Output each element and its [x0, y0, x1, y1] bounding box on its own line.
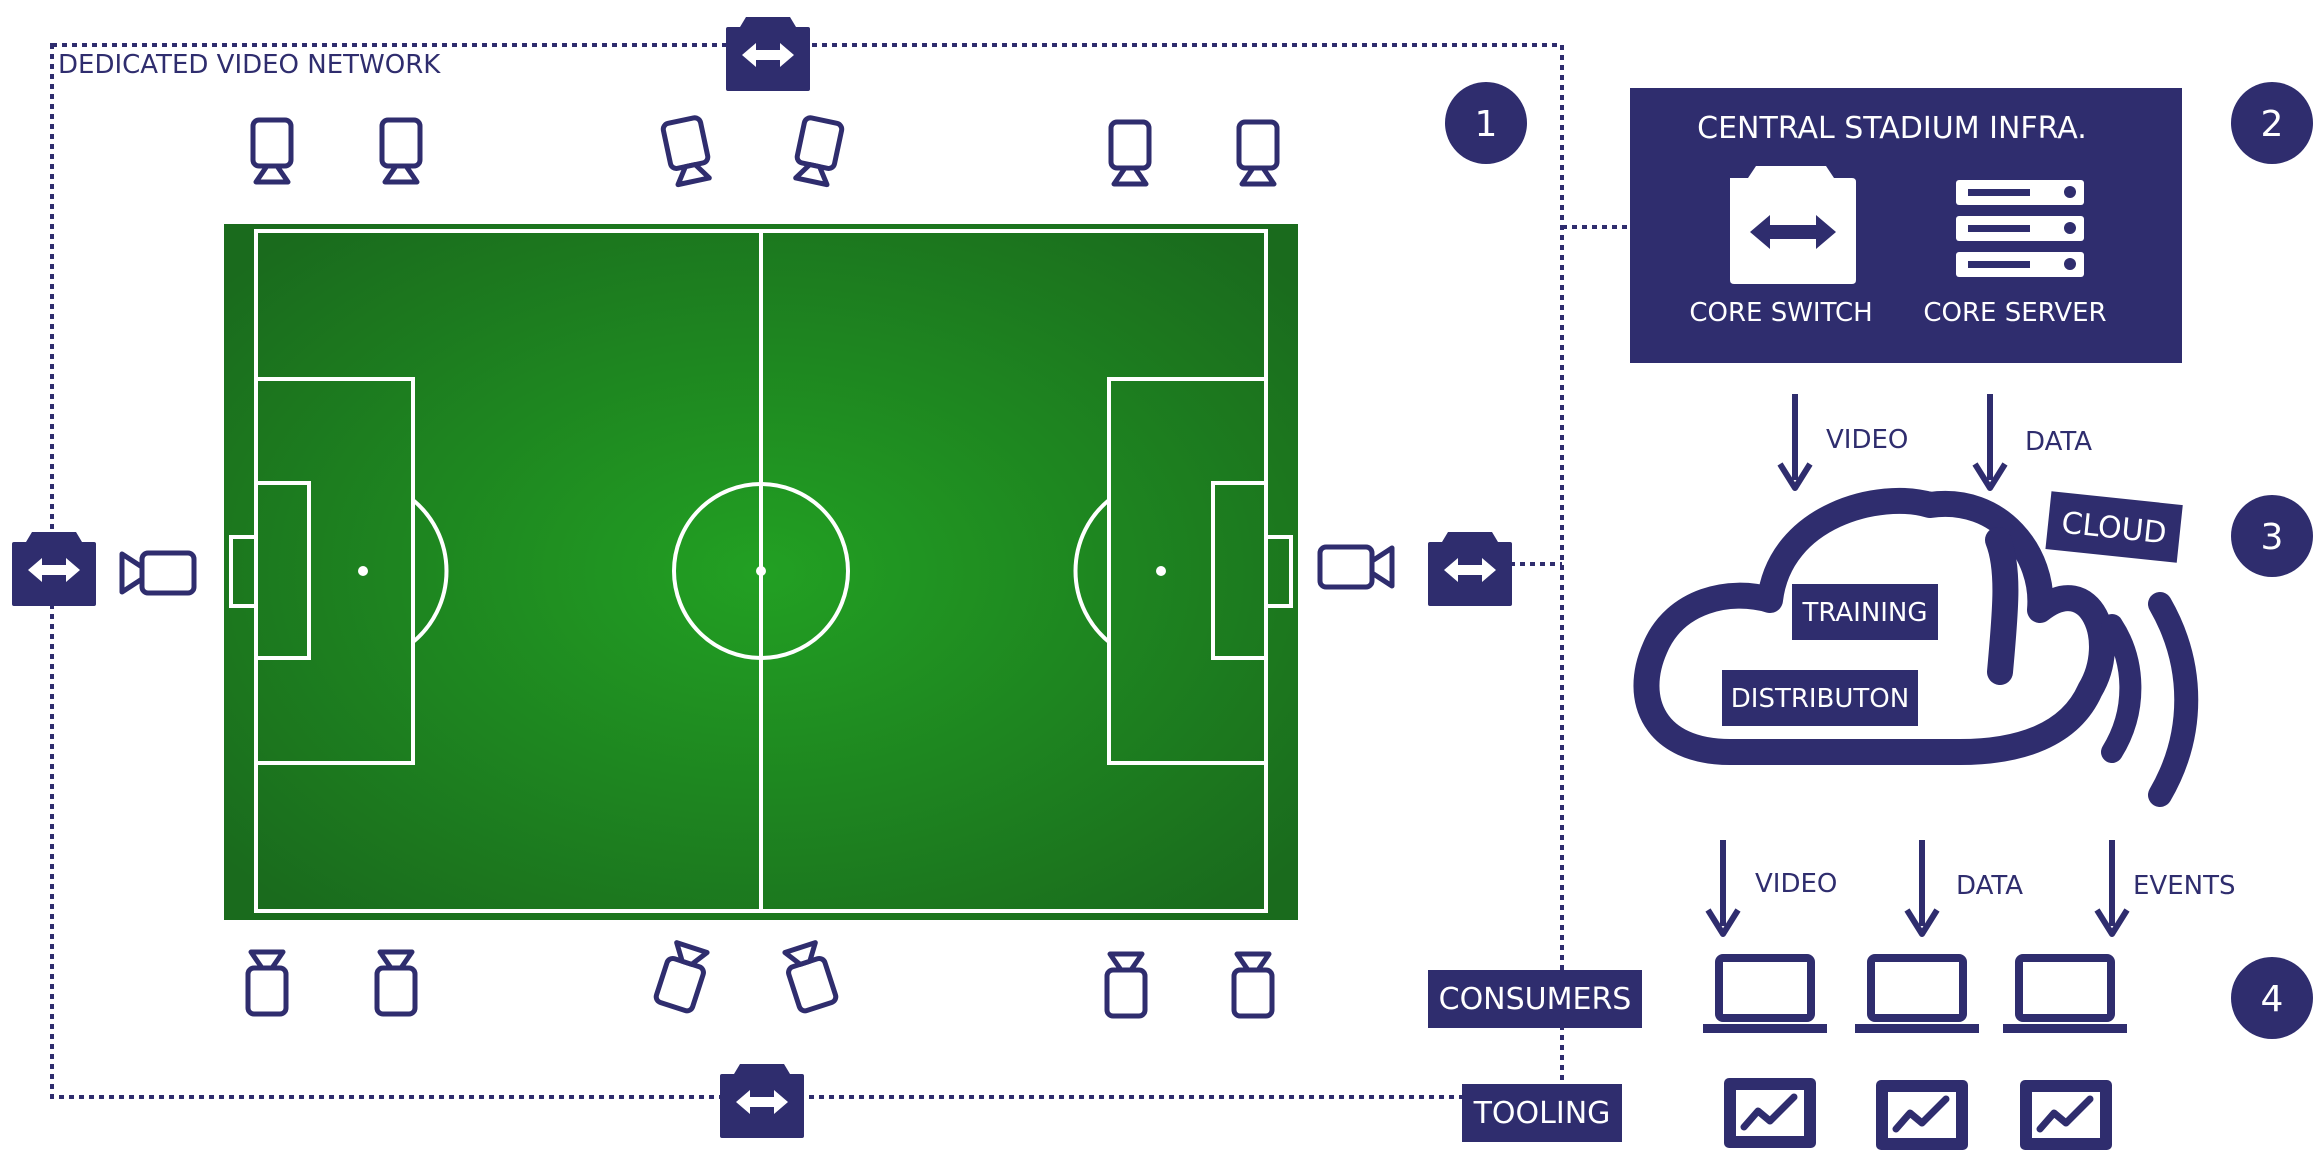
flow-bottom-events: EVENTS	[2133, 871, 2235, 901]
cloud-label-tag: CLOUD	[2045, 491, 2182, 562]
training-label: TRAINING	[1801, 598, 1927, 628]
central-title: CENTRAL STADIUM INFRA.	[1697, 111, 2087, 146]
camera-icon	[662, 117, 712, 186]
left-side-camera-icon	[122, 553, 194, 593]
camera-icon	[655, 942, 710, 1013]
core-switch-icon	[1730, 166, 1856, 284]
wireless-signal-icon	[2112, 600, 2186, 795]
data-arrow-icon	[1975, 394, 2005, 488]
flow-bottom-data: DATA	[1956, 871, 2023, 901]
top-switch-icon	[726, 17, 810, 91]
camera-icon	[1111, 122, 1149, 184]
central-infra-panel: CENTRAL STADIUM INFRA. CORE SWITCH CORE …	[1630, 88, 2182, 363]
step-4: 4	[2261, 979, 2284, 1020]
core-server-icon	[1956, 180, 2084, 277]
step-2: 2	[2261, 104, 2284, 145]
camera-icon	[248, 952, 286, 1014]
football-pitch	[224, 224, 1298, 920]
camera-icon	[793, 117, 843, 186]
flow-top-data: DATA	[2025, 427, 2092, 457]
top-cameras	[253, 117, 1277, 186]
camera-icon	[782, 942, 837, 1013]
laptop-icon	[1703, 958, 1827, 1033]
camera-icon	[1239, 122, 1277, 184]
right-switch-icon	[1428, 532, 1512, 606]
distribution-label: DISTRIBUTON	[1731, 684, 1909, 714]
chart-icon	[2020, 1080, 2112, 1150]
events-arrow-icon	[2097, 840, 2127, 934]
chart-icon	[1724, 1078, 1816, 1148]
core-server-label: CORE SERVER	[1923, 298, 2106, 328]
chart-icon	[1876, 1080, 1968, 1150]
core-switch-label: CORE SWITCH	[1689, 298, 1872, 328]
camera-icon	[382, 120, 420, 182]
step-3: 3	[2261, 517, 2284, 558]
laptop-icon	[1855, 958, 1979, 1033]
consumers-label: CONSUMERS	[1439, 982, 1632, 1017]
flow-bottom-video: VIDEO	[1755, 869, 1837, 899]
laptop-icon	[2003, 958, 2127, 1033]
video-arrow-icon	[1708, 840, 1738, 934]
bottom-switch-icon	[720, 1064, 804, 1138]
camera-icon	[253, 120, 291, 182]
video-arrow-icon	[1780, 394, 1810, 488]
camera-icon	[1234, 954, 1272, 1016]
flow-top-video: VIDEO	[1826, 425, 1908, 455]
step-1: 1	[1475, 104, 1498, 145]
left-switch-icon	[12, 532, 96, 606]
bottom-cameras	[248, 942, 1272, 1016]
tooling-label: TOOLING	[1473, 1096, 1611, 1131]
camera-icon	[377, 952, 415, 1014]
network-label: DEDICATED VIDEO NETWORK	[58, 50, 441, 80]
right-side-camera-icon	[1320, 547, 1392, 587]
camera-icon	[1107, 954, 1145, 1016]
data-arrow-icon	[1907, 840, 1937, 934]
